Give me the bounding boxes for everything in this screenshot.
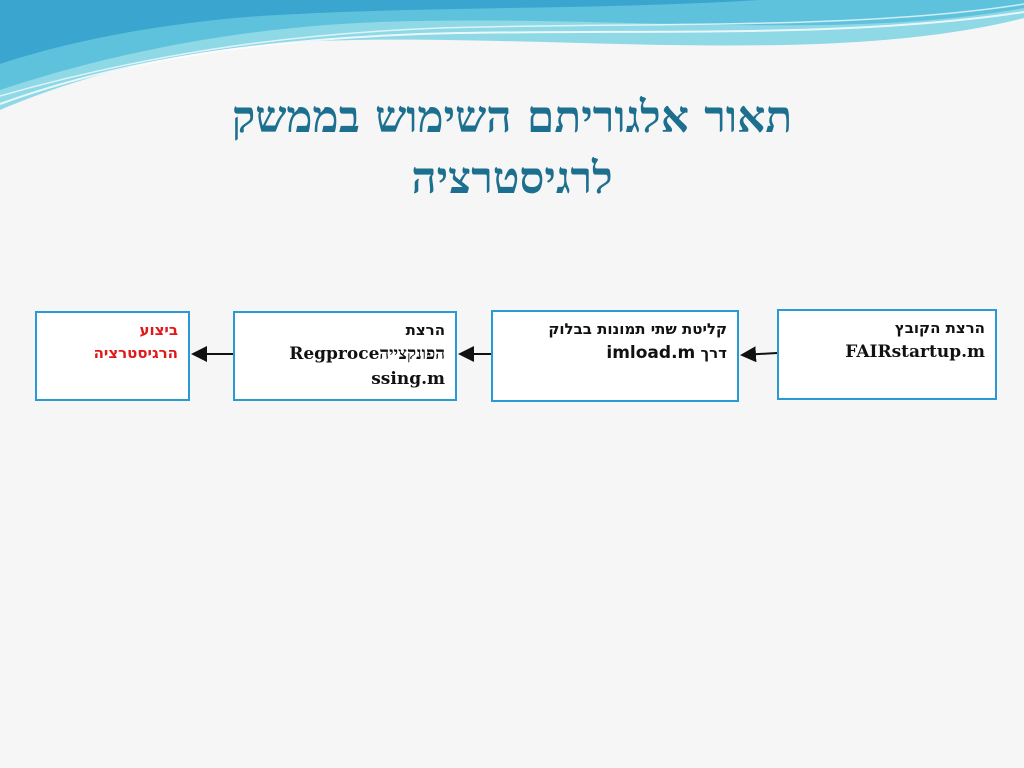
step-execute-registration-label: ביצוע — [139, 321, 179, 339]
step-run-startup-label: הרצת הקובץ — [894, 319, 985, 337]
step-execute-registration-box: ביצוע הרגיסטרציה — [35, 311, 190, 401]
step-run-function-label: הרצת — [405, 321, 445, 339]
slide-title-line-1: תאור אלגוריתם השימוש בממשק — [231, 92, 793, 143]
step-run-function-box: הרצת הפונקצייהRegproce ssing.m — [233, 311, 457, 401]
step-load-images-label: קליטת שתי תמונות בבלוק — [548, 320, 727, 338]
step-run-function-name-cont: ssing.m — [371, 369, 445, 389]
slide-title: תאור אלגוריתם השימוש בממשק לרגיסטרציה — [0, 88, 1024, 209]
step-load-images-file: imload.m — [606, 342, 696, 363]
step-run-startup-file: FAIRstartup.m — [845, 341, 985, 362]
arrow-startup-to-load — [740, 346, 778, 363]
slide-title-line-2: לרגיסטרציה — [411, 152, 613, 204]
step-load-images-via-text: דרך — [700, 343, 727, 362]
step-load-images-box: קליטת שתי תמונות בבלוק דרך imload.m — [491, 310, 739, 402]
step-run-startup-box: הרצת הקובץ FAIRstartup.m — [777, 309, 997, 400]
step-execute-registration-label-cont: הרגיסטרציה — [93, 343, 178, 362]
decorative-wave-header — [0, 0, 1024, 110]
step-run-function-name: הפונקצייהRegproce — [289, 343, 445, 364]
step-load-images-via: דרך imload.m — [503, 341, 727, 367]
